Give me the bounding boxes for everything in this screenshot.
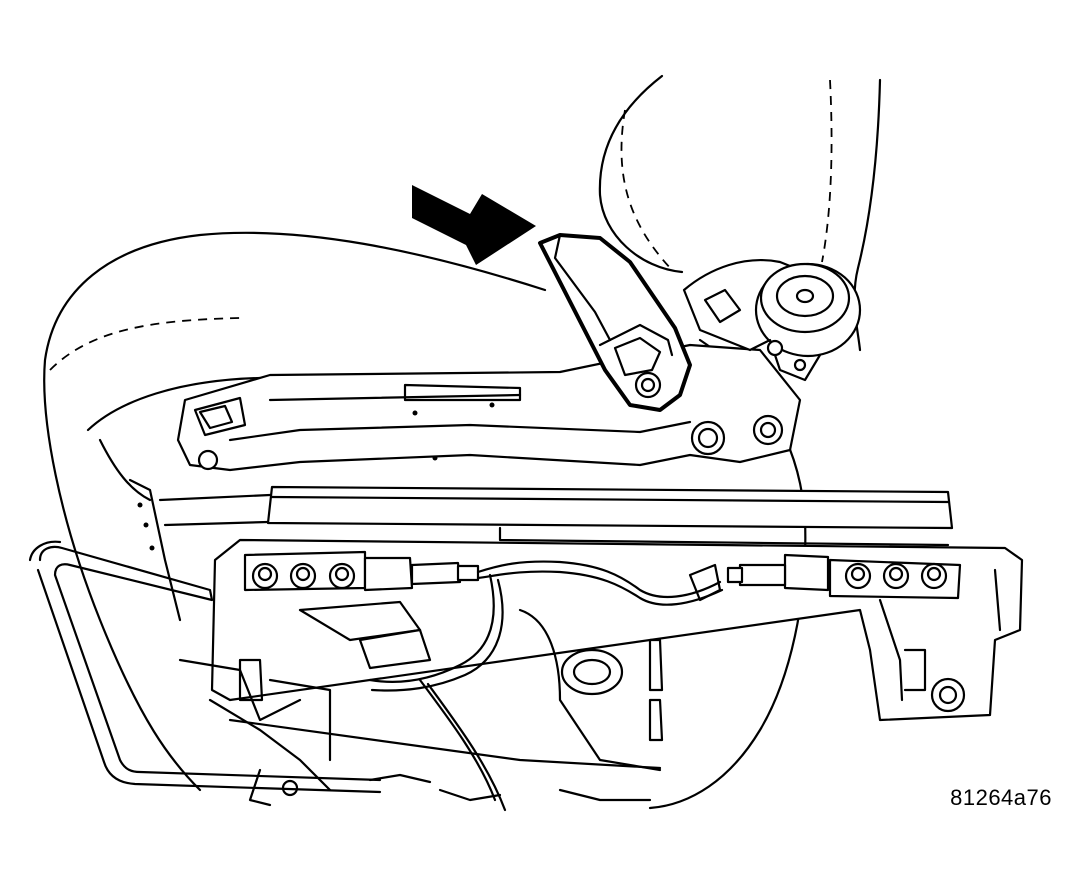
wire-harness (298, 560, 724, 812)
bolt-group-right (844, 562, 948, 590)
bottom-detail (438, 788, 652, 802)
recliner-mechanism (682, 259, 862, 382)
upper-frame-rail (176, 343, 802, 472)
lower-inner-frame (178, 608, 664, 807)
figure-id-label: 81264a76 (950, 785, 1052, 810)
bolt-group-left (251, 562, 356, 590)
electrical-connectors (363, 553, 830, 592)
tubular-frame (28, 540, 382, 794)
callout-arrow-icon (412, 185, 536, 265)
cross-bar (266, 485, 954, 547)
recliner-handle (538, 233, 692, 412)
